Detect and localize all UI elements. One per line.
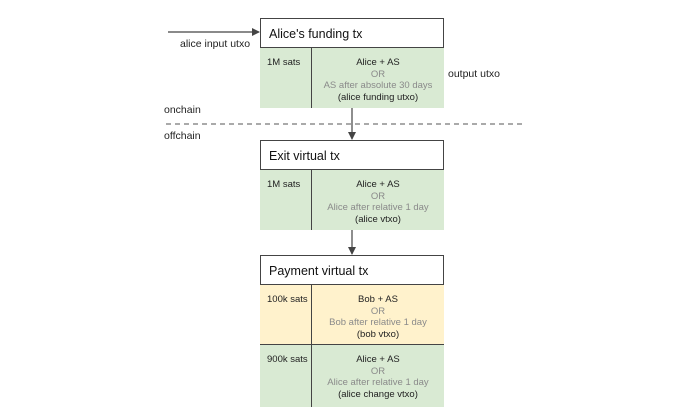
funding-amount: 1M sats bbox=[260, 48, 312, 108]
exit-cond2: Alice after relative 1 day bbox=[327, 202, 429, 213]
funding-cond2: AS after absolute 30 days bbox=[323, 80, 433, 91]
exit-or: OR bbox=[370, 190, 386, 202]
exit-name: (alice vtxo) bbox=[355, 213, 401, 225]
funding-or: OR bbox=[370, 68, 386, 80]
funding-conditions: Alice + AS OR AS after absolute 30 days … bbox=[312, 48, 444, 108]
exit-output-row: 1M sats Alice + AS OR Alice after relati… bbox=[260, 169, 444, 230]
offchain-label: offchain bbox=[164, 130, 201, 142]
payment-bob-or: OR bbox=[370, 305, 386, 317]
payment-alice-conditions: Alice + AS OR Alice after relative 1 day… bbox=[312, 345, 444, 407]
output-utxo-label: output utxo bbox=[448, 68, 500, 80]
funding-tx-title: Alice's funding tx bbox=[269, 27, 363, 41]
payment-alice-or: OR bbox=[370, 365, 386, 377]
payment-tx-title: Payment virtual tx bbox=[269, 264, 369, 278]
payment-alice-cond2: Alice after relative 1 day bbox=[327, 377, 429, 388]
exit-tx-title: Exit virtual tx bbox=[269, 149, 340, 163]
payment-alice-cond1: Alice + AS bbox=[356, 354, 400, 365]
payment-alice-amount: 900k sats bbox=[260, 345, 312, 407]
payment-alice-name: (alice change vtxo) bbox=[338, 388, 418, 400]
payment-bob-name: (bob vtxo) bbox=[356, 328, 400, 340]
exit-conditions: Alice + AS OR Alice after relative 1 day… bbox=[312, 170, 444, 230]
payment-tx-box: Payment virtual tx 100k sats Bob + AS OR… bbox=[260, 255, 444, 407]
exit-amount: 1M sats bbox=[260, 170, 312, 230]
payment-bob-amount: 100k sats bbox=[260, 285, 312, 344]
funding-cond1: Alice + AS bbox=[356, 57, 400, 68]
alice-input-label: alice input utxo bbox=[180, 38, 251, 50]
exit-tx-box: Exit virtual tx 1M sats Alice + AS OR Al… bbox=[260, 140, 444, 230]
payment-bob-conditions: Bob + AS OR Bob after relative 1 day (bo… bbox=[312, 285, 444, 344]
payment-bob-cond1: Bob + AS bbox=[358, 294, 398, 305]
payment-output-row-bob: 100k sats Bob + AS OR Bob after relative… bbox=[260, 284, 444, 344]
onchain-label: onchain bbox=[164, 104, 201, 116]
funding-tx-box: Alice's funding tx 1M sats Alice + AS OR… bbox=[260, 18, 444, 108]
payment-output-row-alice-change: 900k sats Alice + AS OR Alice after rela… bbox=[260, 344, 444, 407]
funding-output-row: 1M sats Alice + AS OR AS after absolute … bbox=[260, 47, 444, 108]
funding-name: (alice funding utxo) bbox=[337, 91, 419, 103]
payment-bob-cond2: Bob after relative 1 day bbox=[329, 317, 427, 328]
exit-cond1: Alice + AS bbox=[356, 179, 400, 190]
